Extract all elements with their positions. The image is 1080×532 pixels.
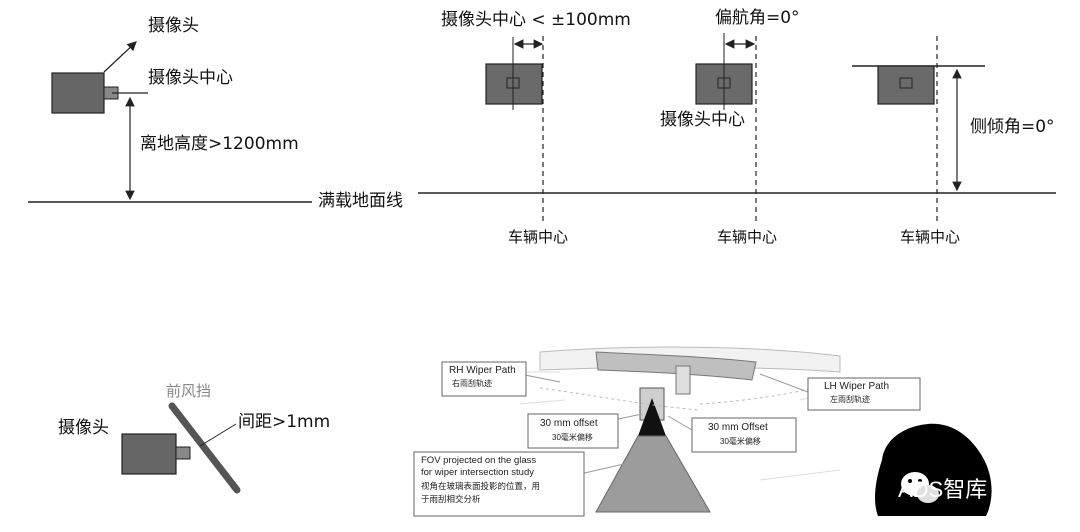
roll-label: 侧倾角=0° <box>970 117 1055 137</box>
vehicle-center-label-1: 车辆中心 <box>508 228 569 246</box>
offset-left-label: 30 mm offset <box>540 418 598 429</box>
lh-wiper-box <box>807 377 921 411</box>
height-label: 离地高度>1200mm <box>140 134 299 154</box>
offset-right-box <box>691 417 797 453</box>
offset-left-label-cn: 30毫米偏移 <box>552 433 593 442</box>
fov-label-line-2: for wiper intersection study <box>421 467 534 478</box>
windshield-label: 前风挡 <box>166 382 212 400</box>
rh-wiper-label: RH Wiper Path <box>449 365 516 376</box>
front-camera-3 <box>877 65 935 105</box>
windshield <box>168 402 241 494</box>
camera-module-dark <box>875 423 992 516</box>
camera-pointer-arrow <box>103 41 137 73</box>
watermark: ADS智库 <box>898 477 988 502</box>
wechat-icon <box>901 472 939 503</box>
windshield-camera-label: 摄像头 <box>58 418 109 438</box>
windshield-camera <box>121 433 191 475</box>
gap-pointer <box>199 423 237 447</box>
wiper-study-figure <box>509 346 841 513</box>
rh-wiper-label-cn: 右雨刮轨迹 <box>452 379 492 388</box>
vehicle-center-label-3: 车辆中心 <box>900 228 961 246</box>
ground-label: 满载地面线 <box>318 191 403 211</box>
side-camera <box>51 72 119 114</box>
vehicle-center-label-2: 车辆中心 <box>717 228 778 246</box>
camera-center-label-2: 摄像头中心 <box>660 110 745 130</box>
camera-label: 摄像头 <box>148 16 199 36</box>
fov-label-cn-1: 视角在玻璃表面投影的位置，用 <box>421 481 541 491</box>
offset-left-box <box>527 413 619 449</box>
fov-box <box>413 451 585 517</box>
yaw-label: 偏航角=0° <box>715 8 800 28</box>
camera-center-label: 摄像头中心 <box>148 68 233 88</box>
offset-right-label-cn: 30毫米偏移 <box>720 437 761 446</box>
offset-right-label: 30 mm Offset <box>708 422 768 433</box>
offset-label: 摄像头中心 < ±100mm <box>441 10 631 30</box>
lh-wiper-label-cn: 左雨刮轨迹 <box>830 395 870 404</box>
gap-label: 间距>1mm <box>238 412 331 432</box>
fov-label-line-1: FOV projected on the glass <box>421 455 537 466</box>
front-camera-1 <box>485 63 543 105</box>
lh-wiper-label: LH Wiper Path <box>824 381 890 392</box>
rh-wiper-box <box>441 361 527 397</box>
fov-label-cn-2: 于雨刮相交分析 <box>421 494 481 504</box>
